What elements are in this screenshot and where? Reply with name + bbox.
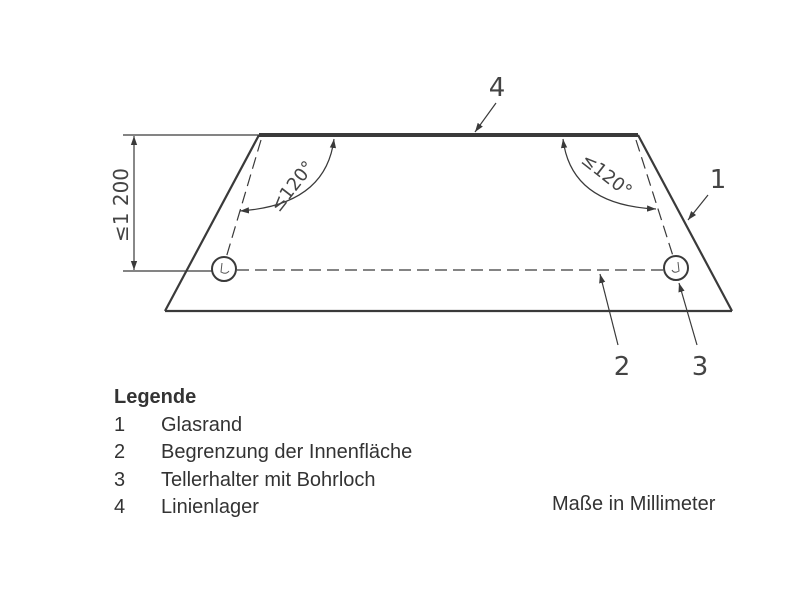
legend-item-number: 1 [114, 413, 126, 436]
legend-item: 3 Tellerhalter mit Bohrloch [114, 467, 412, 495]
callout-3: 3 [692, 352, 709, 382]
legend-item-number: 4 [114, 496, 126, 518]
legend-item-label: Glasrand [161, 413, 243, 436]
legend-item-label: Begrenzung der Innenfläche [161, 441, 413, 463]
legend-item-number: 3 [114, 468, 126, 491]
legend-item: 4 Linienlager [114, 494, 412, 522]
plate-holder-right [663, 255, 689, 281]
dimension-label: ≤1 200 [109, 168, 133, 242]
callout-leader-1 [687, 194, 709, 221]
angle-arc-right [560, 138, 657, 212]
angle-label-right: ≤120° [577, 149, 636, 202]
units-note: Maße in Millimeter [552, 493, 716, 515]
legend-item-label: Linienlager [161, 496, 259, 518]
callout-leader-4 [474, 102, 497, 133]
callout-1: 1 [710, 165, 727, 195]
legend-item-label: Tellerhalter mit Bohrloch [161, 468, 376, 491]
dimension-extension-lines [123, 134, 259, 272]
inner-area-boundary [225, 139, 674, 271]
legend-item: 1 Glasrand [114, 412, 412, 440]
angle-arc-left [239, 138, 337, 214]
plate-holder-left [211, 256, 237, 282]
callout-leader-2 [599, 273, 619, 346]
callout-4: 4 [489, 73, 506, 103]
legend: Legende 1 Glasrand 2 Begrenzung der Inne… [114, 384, 412, 522]
legend-title: Legende [114, 386, 197, 408]
callout-leader-3 [678, 282, 698, 346]
callout-2: 2 [614, 352, 631, 382]
glass-edge [164, 134, 733, 313]
legend-item-number: 2 [114, 441, 126, 463]
legend-item: 2 Begrenzung der Innenfläche [114, 439, 412, 467]
